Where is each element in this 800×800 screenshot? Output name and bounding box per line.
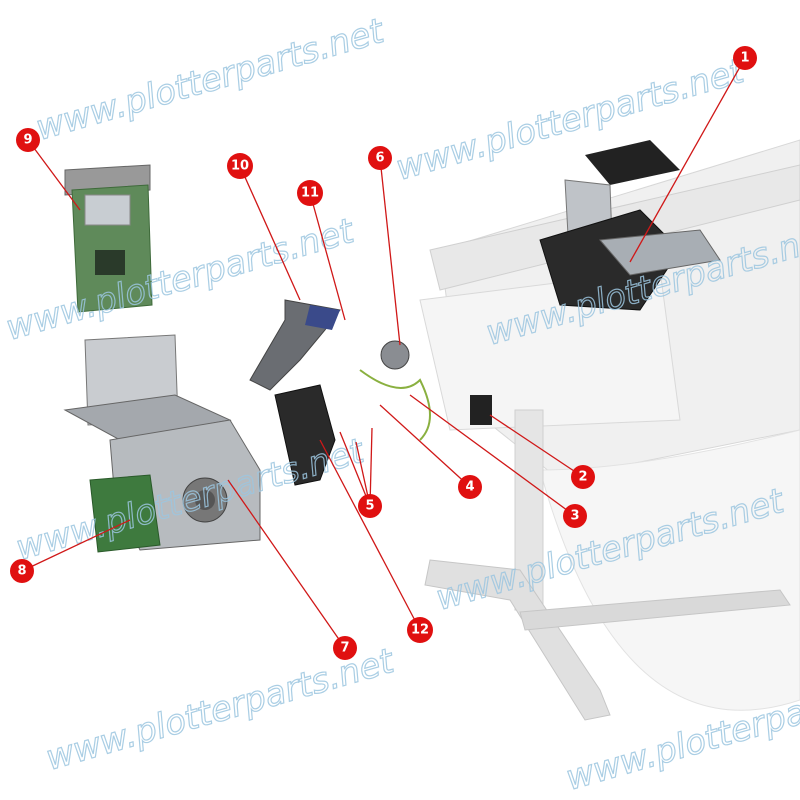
callout-8: 8 [10,559,34,583]
plotter-body [419,139,800,721]
svg-text:1: 1 [740,51,749,66]
callout-10: 10 [227,153,253,179]
svg-text:7: 7 [340,641,349,656]
callout-7: 7 [333,636,357,660]
svg-text:12: 12 [411,623,429,638]
callout-6: 6 [368,146,392,170]
callout-2: 2 [571,465,595,489]
svg-text:11: 11 [301,186,319,201]
callout-11: 11 [297,180,323,206]
callout-1: 1 [733,46,757,70]
part-7-psu [63,334,261,553]
svg-text:6: 6 [375,151,384,166]
svg-text:www.plotterparts.net: www.plotterparts.net [41,641,399,779]
part-6-motor [359,340,492,441]
leader-lines [21,57,746,649]
callout-4: 4 [458,475,482,499]
callout-3: 3 [563,504,587,528]
part-12-module [274,384,336,486]
callout-12: 12 [407,617,433,643]
svg-text:10: 10 [231,159,249,174]
part-9-formatter [64,164,153,313]
svg-text:8: 8 [17,564,26,579]
svg-text:www.plotterparts.net: www.plotterparts.net [391,51,749,189]
part-10-bracket [249,299,341,391]
svg-text:2: 2 [578,470,587,485]
svg-text:4: 4 [465,480,474,495]
svg-text:9: 9 [23,133,32,148]
callout-5: 5 [358,494,382,518]
svg-text:www.plotterparts.net: www.plotterparts.net [31,11,389,149]
svg-text:5: 5 [365,499,374,514]
svg-text:3: 3 [570,509,579,524]
callout-9: 9 [16,128,40,152]
